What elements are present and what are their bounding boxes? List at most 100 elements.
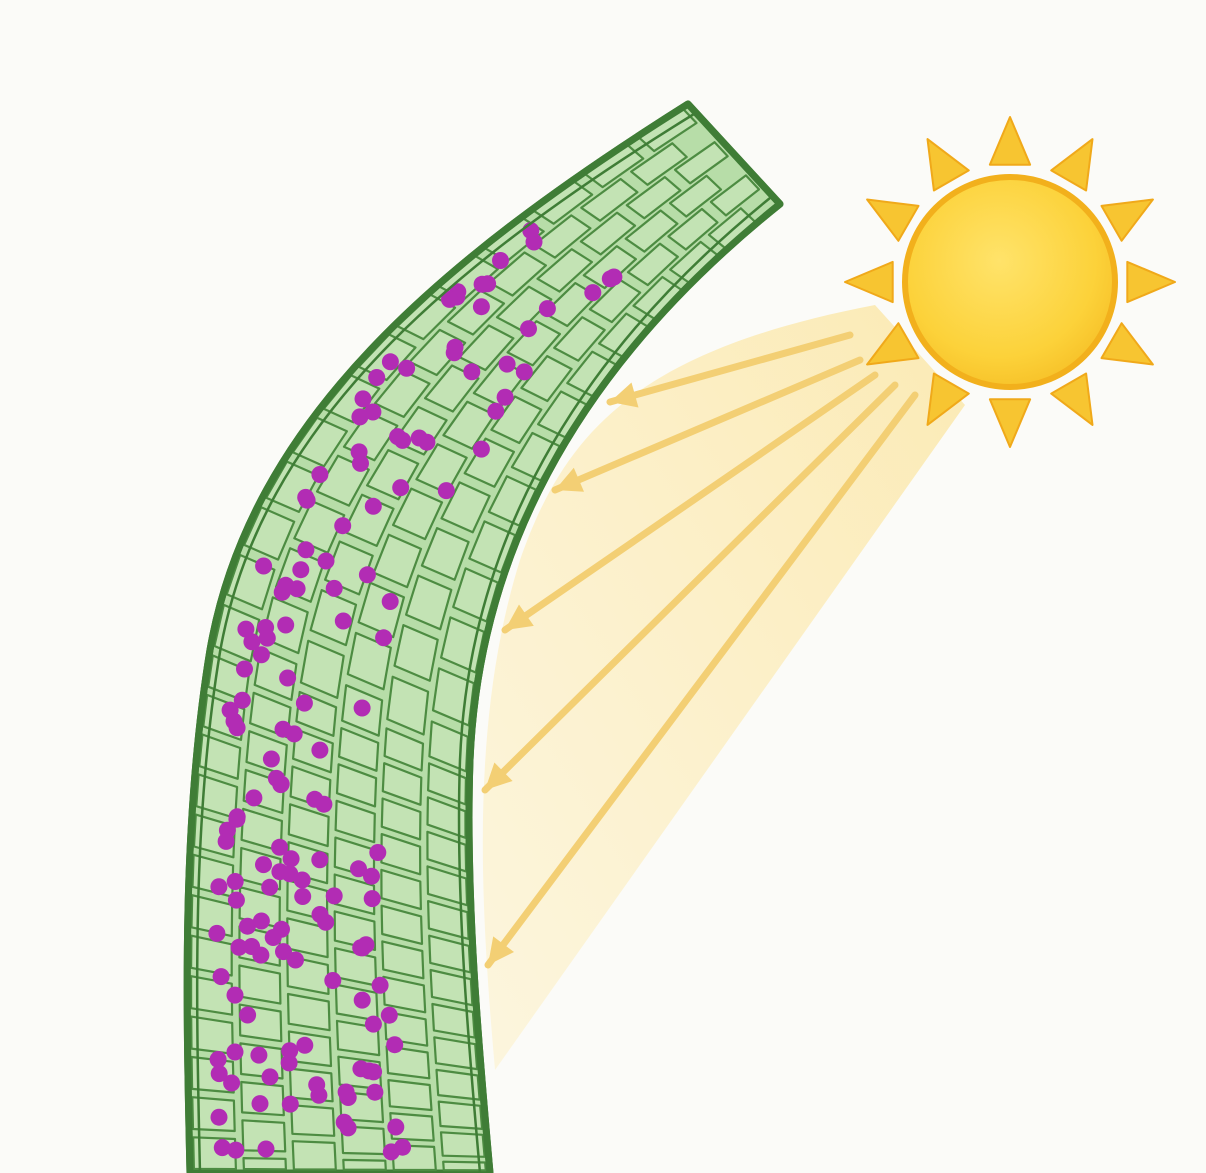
auxin-dot [375,629,392,646]
auxin-dot [387,1119,404,1136]
auxin-dot [243,938,260,955]
auxin-dot [227,873,244,890]
auxin-dot [352,1060,369,1077]
auxin-dot [253,913,270,930]
auxin-dot [289,580,306,597]
auxin-dot [602,270,619,287]
auxin-dot [223,1075,240,1092]
auxin-dot [259,630,276,647]
auxin-dot [218,833,235,850]
auxin-dot [473,298,490,315]
auxin-dot [492,252,509,269]
auxin-dot [227,987,244,1004]
auxin-dot [392,479,409,496]
auxin-dot [214,1139,231,1156]
auxin-dot [463,363,480,380]
auxin-dot [394,432,411,449]
plant-cell [291,1105,334,1136]
auxin-dot [213,968,230,985]
auxin-dot [281,1042,298,1059]
sun-ray [845,262,893,302]
auxin-dot [287,952,304,969]
auxin-dot [311,742,328,759]
auxin-dot [326,580,343,597]
auxin-dot [227,1044,244,1061]
auxin-dot [297,541,314,558]
auxin-dot [210,878,227,895]
auxin-dot [294,872,311,889]
auxin-dot [584,284,601,301]
auxin-dot [381,1007,398,1024]
auxin-dot [296,695,313,712]
auxin-dot [398,360,415,377]
sun-ray [1051,139,1092,190]
auxin-dot [438,482,455,499]
auxin-dot [368,369,385,386]
auxin-dot [250,1047,267,1064]
auxin-dot [369,844,386,861]
plant-cell [293,1141,336,1169]
auxin-dot [499,356,516,373]
auxin-dot [324,972,341,989]
auxin-dot [351,408,368,425]
auxin-dot [372,977,389,994]
auxin-dot [365,1016,382,1033]
auxin-dot [318,553,335,570]
auxin-dot [447,339,464,356]
auxin-dot [366,1084,383,1101]
auxin-dot [354,939,371,956]
sun-ray [928,139,969,190]
auxin-dot [208,925,225,942]
auxin-dot [474,276,491,293]
auxin-dot [355,390,372,407]
auxin-dot [411,430,428,447]
auxin-dot [263,751,280,768]
auxin-dot [487,403,504,420]
auxin-dot [226,713,243,730]
auxin-dot [354,992,371,1009]
auxin-dot [299,492,316,509]
auxin-dot [296,1037,313,1054]
auxin-dot [311,851,328,868]
auxin-dot [277,617,294,634]
auxin-dot [279,670,296,687]
auxin-dot [382,353,399,370]
sun-ray [867,200,918,241]
auxin-dot [335,613,352,630]
auxin-dot [539,300,556,317]
auxin-dot [315,796,332,813]
auxin-dot [365,498,382,515]
auxin-dot [261,879,278,896]
sun-ray [1102,323,1153,364]
auxin-dot [292,561,309,578]
auxin-dot [236,661,253,678]
auxin-dot [473,441,490,458]
auxin-dot [520,320,537,337]
plant-cell [388,1080,431,1110]
sun-ray [1102,200,1153,241]
auxin-dot [336,1114,353,1131]
auxin-dot [516,363,533,380]
auxin-dot [245,789,262,806]
auxin-dot [228,811,245,828]
auxin-dot [228,892,245,909]
auxin-dot [282,1096,299,1113]
auxin-dot [359,566,376,583]
auxin-dot [326,887,343,904]
auxin-dot [352,455,369,472]
sun-ray [1051,374,1092,425]
auxin-dot [252,1095,269,1112]
auxin-dot [239,1007,256,1024]
auxin-dot [382,593,399,610]
auxin-dot [265,929,282,946]
auxin-dot [258,1141,275,1158]
auxin-dot [308,1076,325,1093]
auxin-dot [364,890,381,907]
plant-cell [343,1160,386,1170]
auxin-dot [386,1036,403,1053]
auxin-dot [268,770,285,787]
auxin-dot [338,1084,355,1101]
plant-cell [288,994,330,1030]
